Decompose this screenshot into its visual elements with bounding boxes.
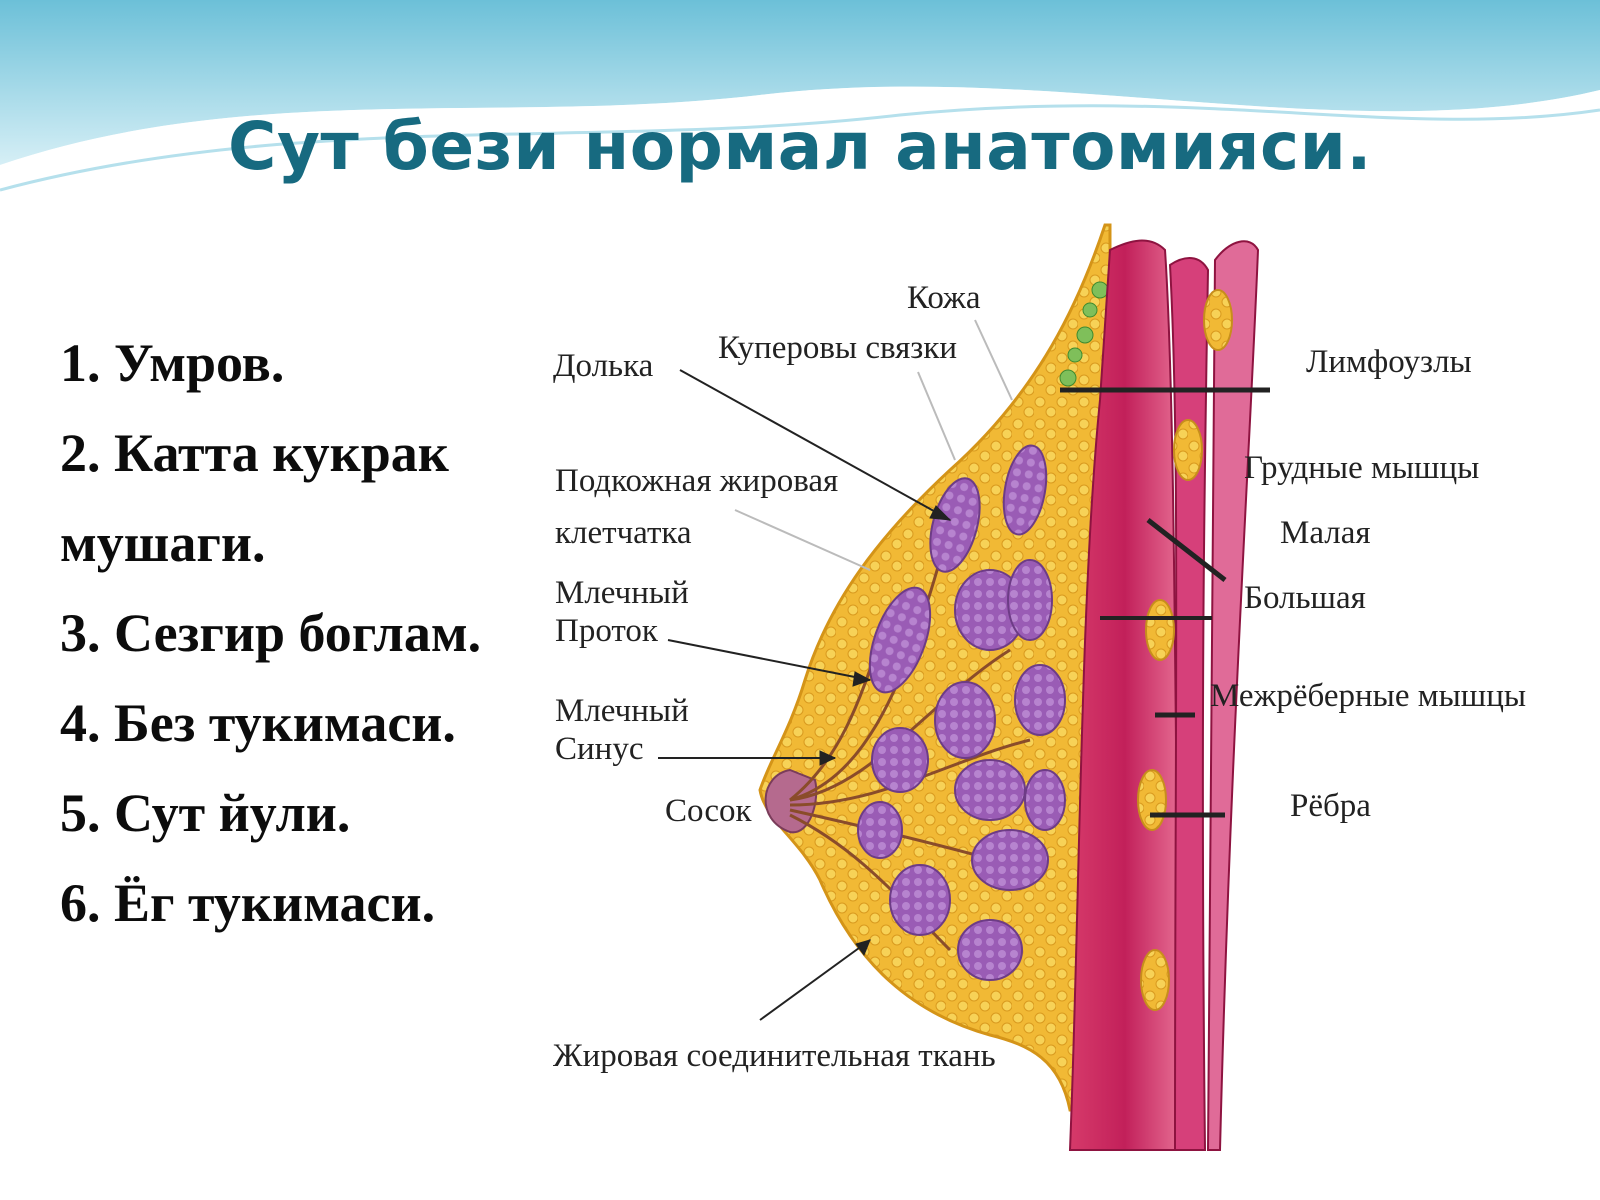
list-item: мушаги. <box>60 513 266 573</box>
label-milk-duct-1: Млечный <box>555 575 689 611</box>
label-lymph-nodes: Лимфоузлы <box>1306 344 1472 380</box>
label-sinus: Синус <box>555 731 644 767</box>
label-ribs: Рёбра <box>1290 788 1371 824</box>
label-nipple: Сосок <box>665 793 752 829</box>
list-item: 5. Сут йули. <box>60 783 351 843</box>
list-item: 3. Сезгир боглам. <box>60 603 482 663</box>
label-major: Большая <box>1244 580 1366 616</box>
list-item: 6. Ёг тукимаси. <box>60 873 436 933</box>
intercostal-muscles <box>1206 240 1260 1151</box>
label-duct: Проток <box>555 613 658 649</box>
pointer-lines <box>658 319 1270 1021</box>
label-lobule: Долька <box>553 348 654 384</box>
pectoral-muscle-minor <box>1168 257 1210 1151</box>
numbered-list: 1. Умров. 2. Катта кукрак мушаги. 3. Сез… <box>60 318 481 948</box>
label-skin: Кожа <box>907 280 981 316</box>
list-item: 4. Без тукимаси. <box>60 693 456 753</box>
label-intercostal-muscles: Межрёберные мышцы <box>1210 678 1527 714</box>
ribs <box>1137 289 1233 1011</box>
label-pectoral-muscles: Грудные мышцы <box>1244 450 1480 486</box>
list-item: 2. Катта кукрак <box>60 423 449 483</box>
label-minor: Малая <box>1280 515 1371 551</box>
label-milk-sinus-1: Млечный <box>555 693 689 729</box>
lymph-nodes <box>1059 281 1109 387</box>
page-title: Сут бези нормал анатомияси. <box>228 108 1372 185</box>
background-wave <box>0 0 1600 192</box>
label-subcutaneous-fat-1: Подкожная жировая <box>555 463 839 499</box>
list-item: 1. Умров. <box>60 333 285 393</box>
label-coopers-ligaments: Куперовы связки <box>718 330 958 366</box>
lobules <box>857 444 1066 981</box>
label-fatty-connective-tissue: Жировая соединительная ткань <box>553 1038 996 1074</box>
label-subcutaneous-fat-2: клетчатка <box>555 515 692 551</box>
